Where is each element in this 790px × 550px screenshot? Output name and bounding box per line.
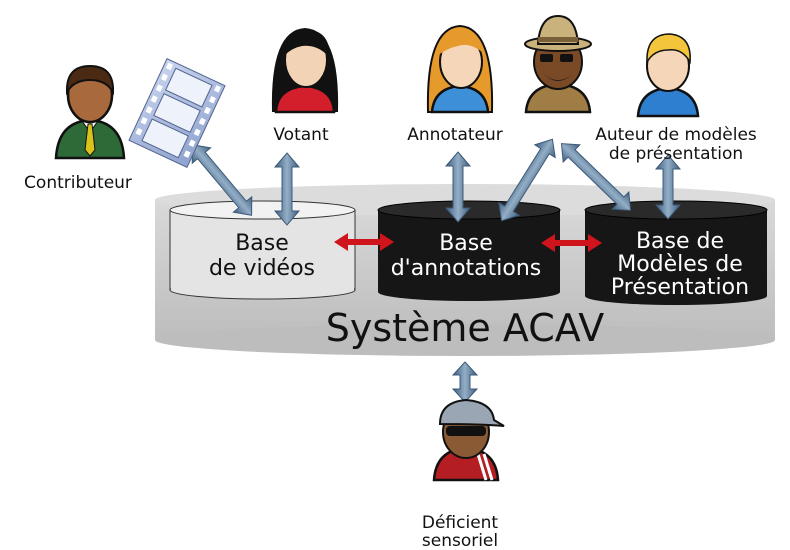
link-annotations-models	[541, 234, 602, 252]
arrow-expert-to-annotations	[498, 138, 556, 222]
sensory-impaired-label-line1: Déficient	[422, 513, 499, 533]
voter-person-icon	[271, 28, 339, 114]
system-label: Système ACAV	[326, 306, 605, 350]
db-annotations-line1: Base	[439, 231, 493, 256]
db-models: Base de Modèles de Présentation	[584, 200, 768, 305]
arrow-film-to-videos	[191, 144, 253, 216]
annotator-label: Annotateur	[407, 125, 503, 145]
db-annotations: Base d'annotations	[377, 200, 561, 301]
sensory-impaired-label-line2: sensoriel	[422, 531, 498, 550]
arrow-system-to-deficient	[451, 361, 479, 403]
db-models-line1: Base de	[636, 229, 724, 254]
arrow-expert-to-models	[560, 143, 632, 211]
db-videos-line1: Base	[235, 231, 289, 256]
arrow-annotateur-to-annotations	[444, 151, 472, 223]
contributor-label: Contributeur	[24, 173, 132, 193]
voter-label: Votant	[273, 125, 329, 145]
author-person-icon	[636, 33, 700, 118]
arrow-auteur-to-models	[654, 154, 682, 220]
author-label-line2: de présentation	[609, 144, 743, 164]
db-annotations-line2: d'annotations	[391, 256, 542, 281]
film-strip-icon	[128, 58, 226, 168]
db-models-line3: Présentation	[611, 275, 749, 300]
expert-person-icon	[524, 14, 592, 114]
sensory-impaired-person-icon	[432, 398, 505, 482]
db-models-line2: Modèles de	[617, 252, 743, 277]
annotator-person-icon	[426, 24, 494, 114]
link-videos-annotations	[334, 233, 394, 251]
db-videos: Base de vidéos	[169, 200, 356, 300]
contributor-person-icon	[54, 64, 126, 160]
arrow-votant-to-videos	[273, 152, 301, 226]
author-label-line1: Auteur de modèles	[595, 125, 757, 145]
db-videos-line2: de vidéos	[209, 256, 315, 281]
